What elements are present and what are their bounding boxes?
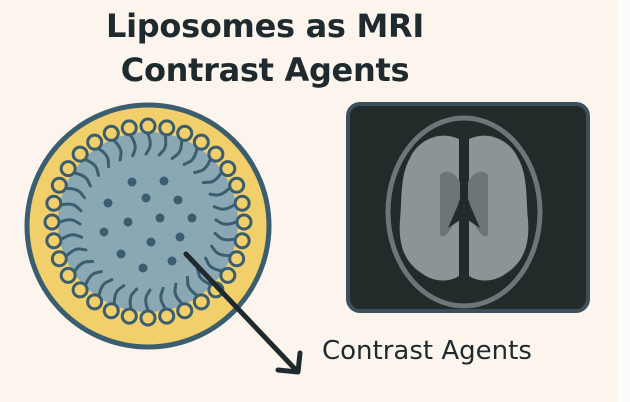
lipid-tail [112, 284, 126, 305]
lipid-tail [173, 282, 184, 305]
lipid-head [45, 232, 63, 250]
lipid-tail [193, 158, 212, 175]
lipid-head [50, 250, 68, 268]
lipid-head [176, 124, 194, 142]
lipid-tail [159, 286, 167, 310]
lipid-tail [65, 247, 88, 258]
lipid-head [59, 160, 77, 178]
lipid-head [192, 293, 210, 311]
contrast-agent-dot [123, 217, 133, 227]
contrast-agent-dot [173, 195, 183, 205]
lipid-tail [212, 203, 236, 211]
lipid-tail [210, 244, 231, 258]
lipid-head [219, 266, 237, 284]
lipid-head [158, 307, 176, 325]
contrast-agent-dot [138, 263, 148, 273]
lipid-head [50, 176, 68, 194]
lipid-tail [73, 259, 95, 273]
lipid-head [235, 213, 253, 231]
lipid-tail [73, 171, 92, 188]
contrast-agent-dot [127, 177, 137, 187]
lipid-head [176, 302, 194, 320]
lipid-head [71, 281, 89, 299]
contrast-agent-dot [103, 198, 113, 208]
page-title: Liposomes as MRI Contrast Agents [80, 4, 450, 92]
lipid-head [86, 293, 104, 311]
arrow-head [275, 350, 303, 375]
lipid-tail [97, 147, 111, 169]
lipid-tail [97, 278, 114, 297]
lipid-tail [170, 139, 184, 160]
lipid-tail [157, 134, 168, 157]
lipid-head [59, 266, 77, 284]
lipid-tail [213, 231, 236, 242]
contrast-agent-dot [167, 256, 177, 266]
lipid-tails [58, 132, 238, 312]
lipid-tail [84, 269, 103, 286]
lipid-head [207, 145, 225, 163]
lipid-head [158, 119, 176, 137]
lipid-head [45, 194, 63, 212]
lipid-head [86, 133, 104, 151]
skull-outline [385, 115, 543, 309]
lipid-tail [208, 186, 231, 197]
lipid-tail [60, 233, 84, 241]
liposome-core [58, 132, 238, 312]
lipid-head [139, 117, 157, 135]
liposome [24, 102, 272, 350]
title-line-2: Contrast Agents [120, 51, 410, 89]
lipid-head [71, 145, 89, 163]
lipid-tail [58, 218, 82, 226]
contrast-agent-dot [99, 227, 109, 237]
lipid-tail [204, 256, 223, 273]
contrast-agent-dot [175, 232, 185, 242]
lipid-head [43, 213, 61, 231]
lipid-tail [182, 147, 199, 166]
lipid-tail [185, 275, 199, 297]
lipid-head [228, 176, 246, 194]
lipid-tail [214, 218, 238, 226]
contrast-agent-dot [187, 213, 197, 223]
lipid-tail [65, 186, 86, 200]
title-line-1: Liposomes as MRI [106, 7, 424, 45]
lipid-heads [43, 117, 253, 327]
lipid-head [102, 302, 120, 320]
lipid-tail [128, 287, 139, 310]
mri-scan-image [346, 102, 590, 313]
lipid-head [139, 309, 157, 327]
contrast-agent-dot [155, 213, 165, 223]
contrast-agent-dot [141, 193, 151, 203]
arrow [183, 251, 303, 375]
lipid-tail [60, 202, 83, 213]
contrast-agent-dot [146, 237, 156, 247]
lipid-head [102, 124, 120, 142]
contrast-agents-label: Contrast Agents [322, 336, 532, 366]
contrast-agent-dot [116, 249, 126, 259]
right-edge-strip [617, 0, 630, 402]
lipid-tail [84, 158, 101, 177]
lipid-tail [112, 139, 123, 162]
lipid-head [228, 250, 246, 268]
lipid-tail [144, 288, 152, 312]
contrast-agent-particles [99, 176, 197, 273]
lipid-tail [129, 134, 137, 158]
lipid-head [192, 133, 210, 151]
lipid-head [219, 160, 237, 178]
contrast-agent-dot [159, 176, 169, 186]
lipid-head [120, 119, 138, 137]
lipid-head [120, 307, 138, 325]
lipid-head [233, 194, 251, 212]
lipid-tail [201, 171, 223, 185]
lipid-head [233, 232, 251, 250]
lipid-tail [144, 132, 152, 156]
